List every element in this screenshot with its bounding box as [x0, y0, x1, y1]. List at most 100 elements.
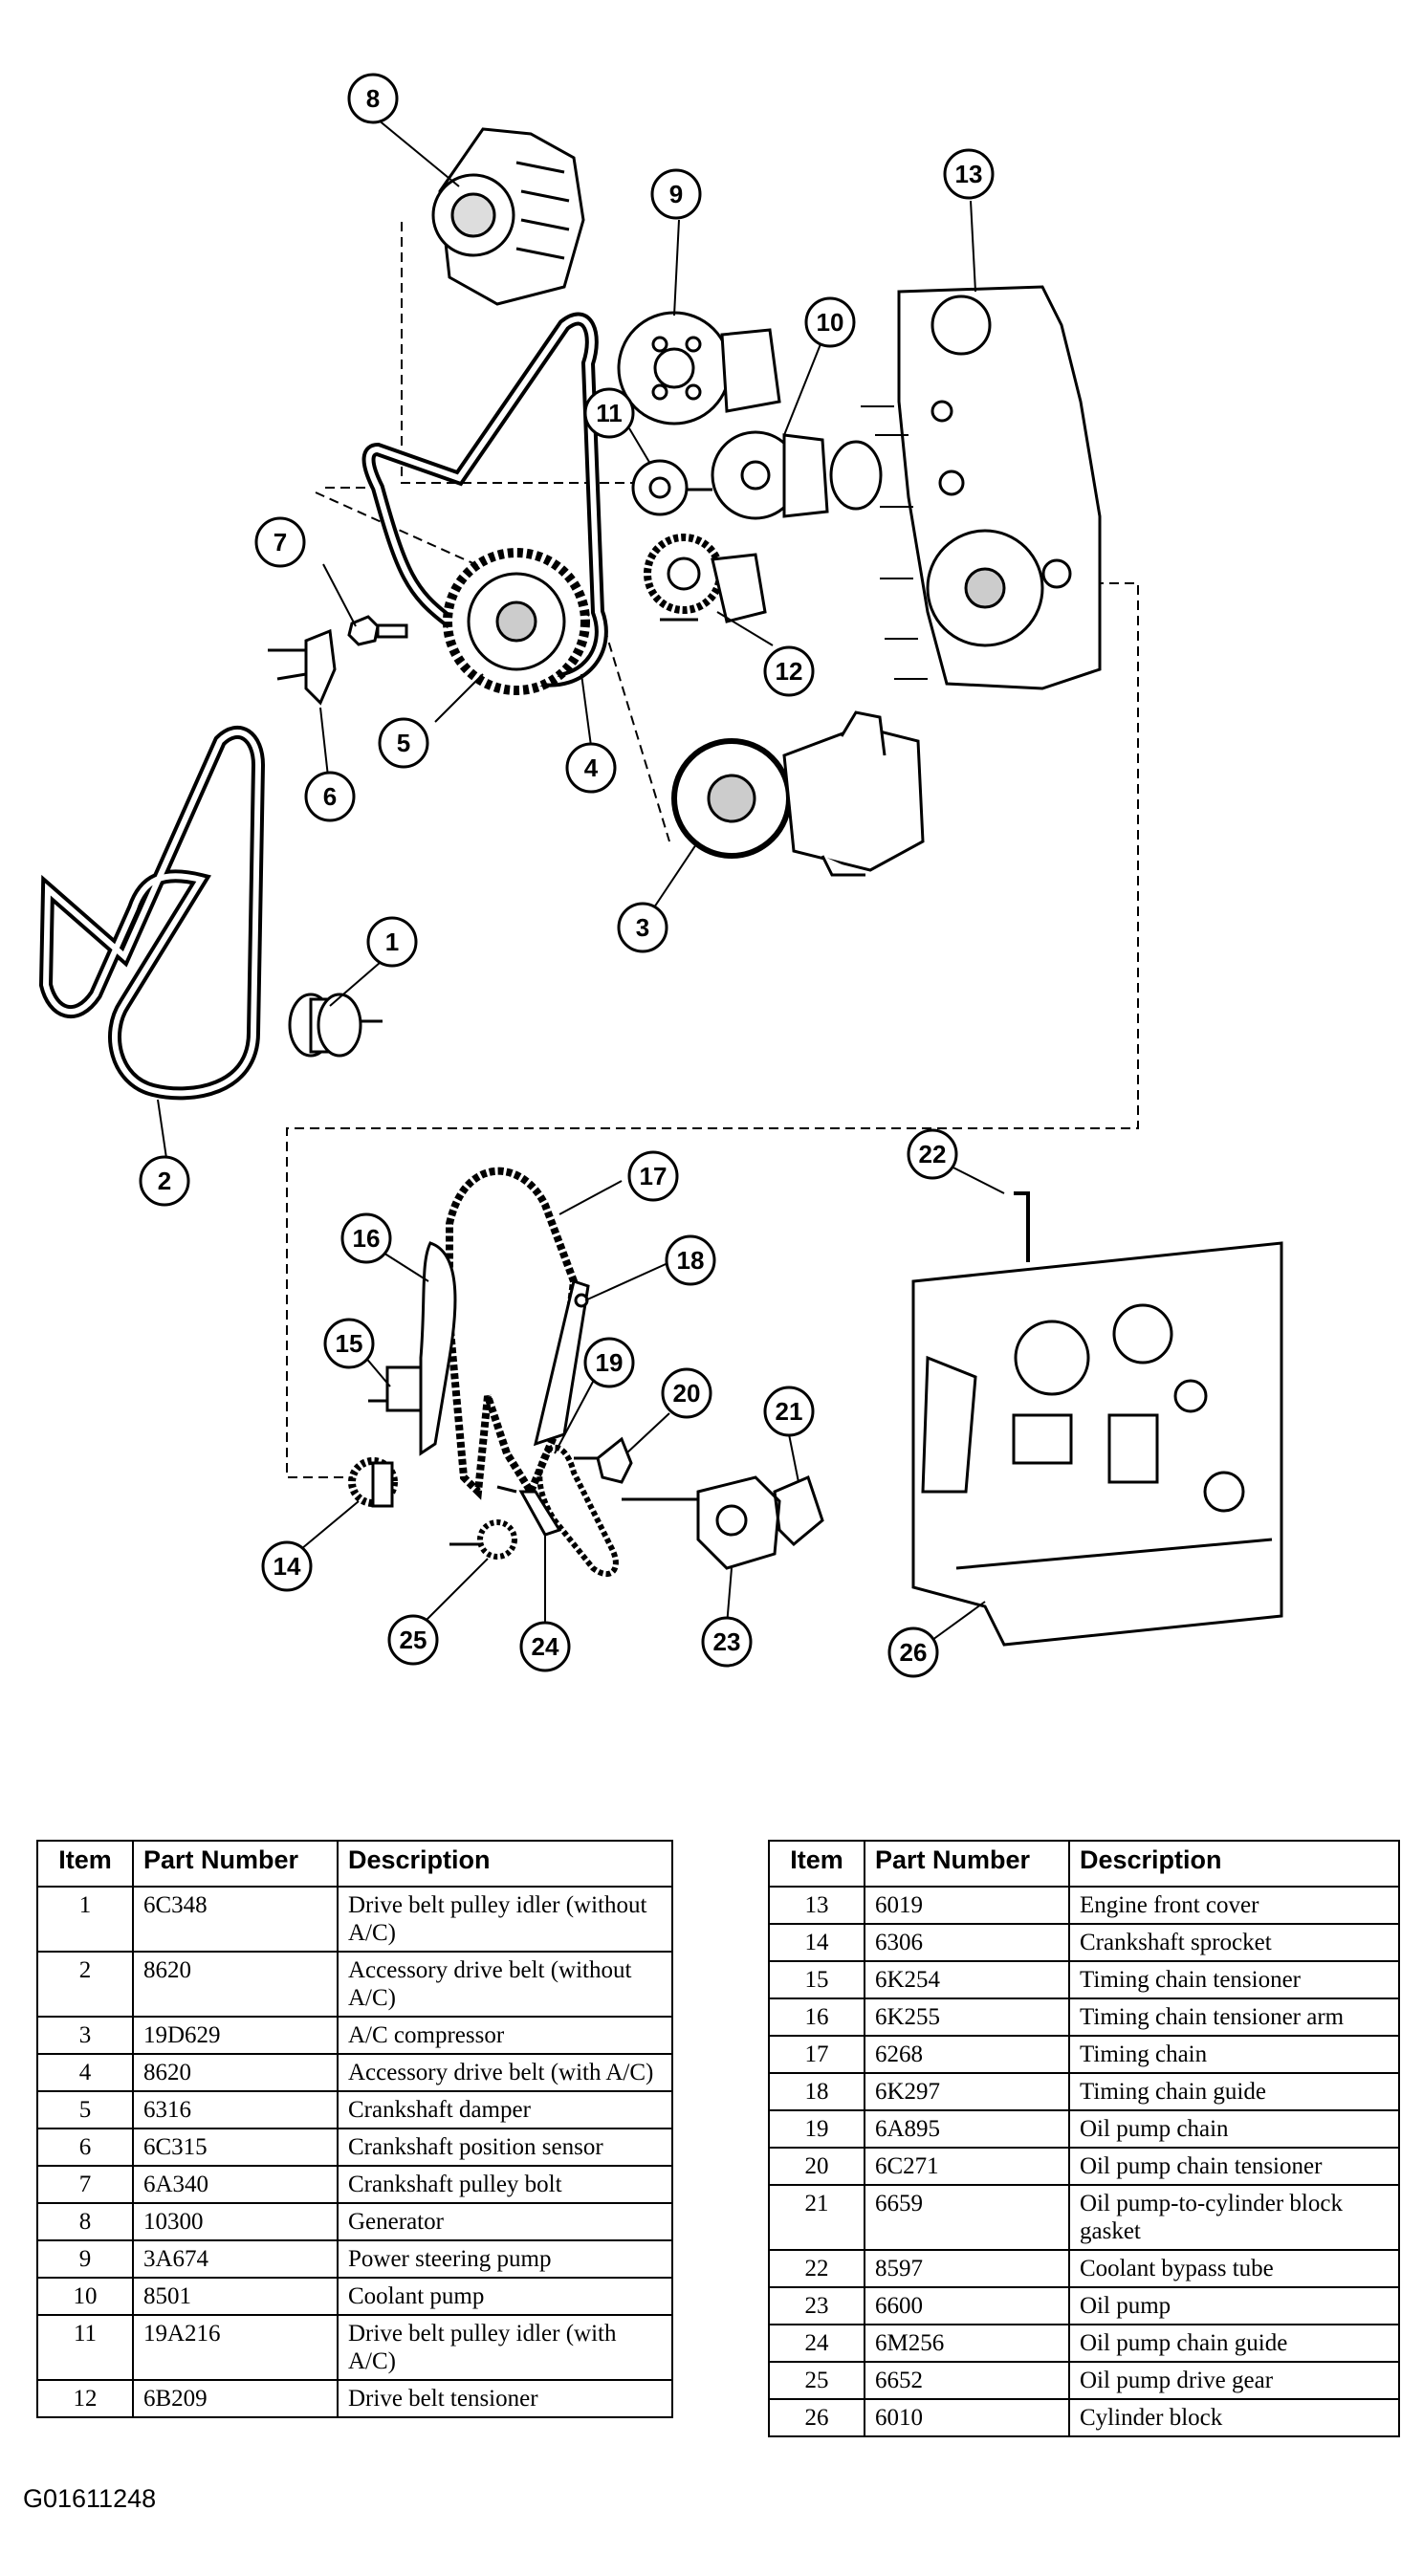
cell-description: Crankshaft sprocket	[1068, 1923, 1400, 1962]
cell-part-number: 6A340	[132, 2165, 339, 2204]
cell-item: 24	[768, 2324, 865, 2363]
svg-text:4: 4	[584, 753, 599, 782]
cell-part-number: 6659	[864, 2184, 1070, 2251]
cell-part-number: 6K297	[864, 2072, 1070, 2111]
header-item: Item	[36, 1840, 134, 1888]
svg-text:17: 17	[640, 1162, 668, 1190]
oil-pump-to-cylinder-block-gasket	[773, 1474, 824, 1547]
callout-17: 17	[627, 1150, 679, 1202]
crankshaft-damper	[443, 548, 590, 695]
callout-9: 9	[650, 168, 702, 220]
cell-description: Timing chain	[1068, 2035, 1400, 2074]
cell-description: Cylinder block	[1068, 2398, 1400, 2437]
cell-item: 3	[36, 2016, 134, 2055]
cell-description: Coolant pump	[337, 2277, 673, 2316]
cell-part-number: 19D629	[132, 2016, 339, 2055]
oil-pump-drive-gear	[449, 1485, 517, 1560]
oil-pump	[622, 1475, 781, 1570]
cell-item: 7	[36, 2165, 134, 2204]
cell-part-number: 8620	[132, 2053, 339, 2092]
cell-description: Coolant bypass tube	[1068, 2249, 1400, 2288]
cell-item: 23	[768, 2286, 865, 2325]
exploded-parts-diagram: 1 2 3 4 5 6 7 8 9 10 11 12 13 14 15 16 1…	[38, 73, 1283, 1678]
cell-description: Oil pump chain guide	[1068, 2324, 1400, 2363]
cell-part-number: 8501	[132, 2277, 339, 2316]
coolant-bypass-tube	[1014, 1191, 1030, 1262]
svg-text:13: 13	[955, 160, 983, 188]
svg-text:5: 5	[397, 729, 410, 757]
svg-text:25: 25	[400, 1626, 427, 1654]
callout-2: 2	[139, 1155, 190, 1207]
callout-16: 16	[340, 1212, 392, 1264]
callout-22: 22	[907, 1128, 958, 1180]
cell-part-number: 6010	[864, 2398, 1070, 2437]
drive-belt-pulley-idler-with-ac	[631, 459, 712, 516]
svg-text:6: 6	[323, 782, 337, 811]
coolant-pump	[711, 430, 883, 520]
svg-text:7: 7	[274, 528, 287, 557]
cell-item: 4	[36, 2053, 134, 2092]
cell-item: 6	[36, 2128, 134, 2167]
cell-item: 12	[36, 2379, 134, 2418]
svg-text:26: 26	[900, 1638, 928, 1667]
cell-part-number: 6C348	[132, 1886, 339, 1953]
cell-item: 14	[768, 1923, 865, 1962]
cell-item: 18	[768, 2072, 865, 2111]
cell-part-number: 6M256	[864, 2324, 1070, 2363]
callout-14: 14	[261, 1540, 313, 1592]
cell-description: Drive belt pulley idler (without A/C)	[337, 1886, 673, 1953]
callout-23: 23	[701, 1616, 753, 1668]
cell-item: 19	[768, 2109, 865, 2149]
generator	[431, 127, 585, 306]
cell-description: Crankshaft position sensor	[337, 2128, 673, 2167]
cell-part-number: 6019	[864, 1886, 1070, 1925]
crankshaft-position-sensor	[268, 628, 337, 706]
timing-chain-tensioner	[368, 1365, 423, 1412]
timing-chain-tensioner-arm	[419, 1241, 457, 1456]
cell-part-number: 6306	[864, 1923, 1070, 1962]
cell-item: 15	[768, 1960, 865, 1999]
cell-part-number: 6600	[864, 2286, 1070, 2325]
svg-text:18: 18	[677, 1246, 705, 1275]
svg-text:22: 22	[919, 1140, 947, 1168]
cell-part-number: 6K254	[864, 1960, 1070, 1999]
callout-24: 24	[519, 1621, 571, 1672]
table-header-row: Item Part Number Description	[36, 1840, 673, 1888]
callout-11: 11	[583, 387, 635, 439]
cell-item: 25	[768, 2361, 865, 2400]
cell-item: 11	[36, 2314, 134, 2381]
callout-18: 18	[665, 1234, 716, 1286]
svg-text:8: 8	[366, 84, 380, 113]
cylinder-block	[911, 1241, 1283, 1647]
cell-item: 9	[36, 2239, 134, 2279]
cell-part-number: 8597	[864, 2249, 1070, 2288]
callout-10: 10	[804, 296, 856, 348]
cell-description: Crankshaft pulley bolt	[337, 2165, 673, 2204]
cell-item: 5	[36, 2090, 134, 2129]
callout-bubbles: 1 2 3 4 5 6 7 8 9 10 11 12 13 14 15 16 1…	[139, 73, 995, 1678]
callout-20: 20	[661, 1367, 712, 1419]
power-steering-pump	[617, 311, 781, 426]
svg-text:10: 10	[817, 308, 844, 337]
callout-12: 12	[763, 645, 815, 697]
callout-25: 25	[387, 1614, 439, 1666]
cell-description: Oil pump	[1068, 2286, 1400, 2325]
oil-pump-chain-guide	[518, 1490, 562, 1537]
svg-text:16: 16	[353, 1224, 381, 1253]
